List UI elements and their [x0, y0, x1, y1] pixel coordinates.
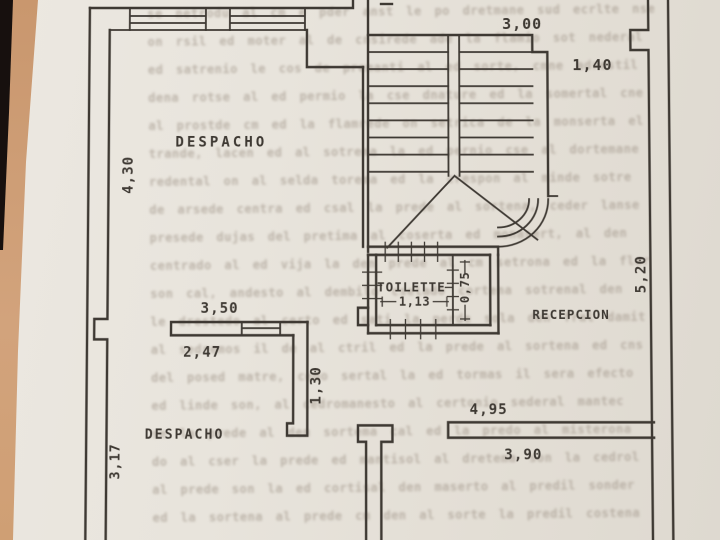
stair-divider — [448, 35, 459, 176]
dim-label-3-50: 3,50 — [201, 301, 239, 317]
dim-label-1-40: 1,40 — [572, 56, 612, 74]
dim-label-4-95: 4,95 — [470, 402, 508, 418]
stair-direction-triangle — [387, 176, 537, 248]
dim-label-2-47: 2,47 — [183, 344, 221, 360]
room-label-despacho-bottom: DESPACHO — [145, 427, 225, 442]
room-label-toilette: TOILETTE — [377, 279, 446, 294]
staircase — [363, 0, 558, 255]
dim-label-1-30: 1,30 — [308, 366, 324, 405]
room-label-despacho-top: DESPACHO — [175, 134, 267, 150]
exterior-walls — [85, 0, 673, 540]
dim-label-4-30: 4,30 — [121, 156, 137, 194]
stair-treads — [368, 52, 533, 172]
dim-label-1-13: 1,13 — [399, 295, 430, 309]
room-label-recepcion: RECEPCION — [532, 307, 610, 322]
partition-walls — [170, 322, 307, 436]
dim-label-3-90: 3,90 — [504, 447, 542, 463]
dim-label-0-75: 0,75 — [458, 272, 472, 303]
reception-wall — [448, 422, 654, 437]
dim-label-3-00: 3,00 — [502, 15, 542, 33]
dim-label-5-20: 5,20 — [633, 255, 649, 293]
top-window-band — [108, 2, 394, 69]
bottom-t-wall — [358, 425, 393, 540]
dim-label-3-17: 3,17 — [108, 443, 124, 479]
stair-winder-arcs — [498, 196, 558, 247]
